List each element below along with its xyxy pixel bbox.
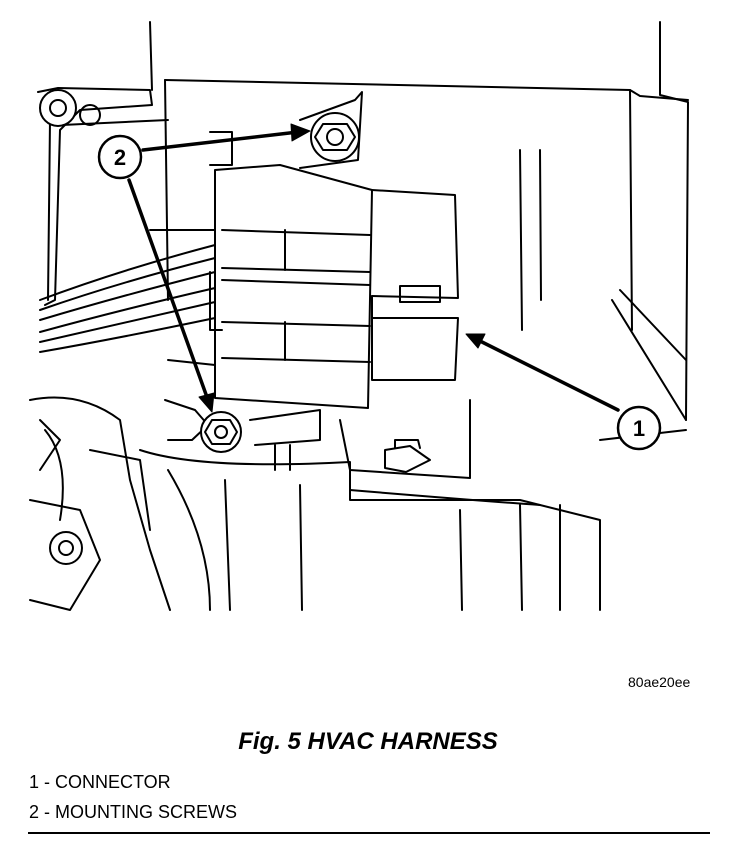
harness-connector (209, 91, 459, 409)
housing-outline (149, 21, 689, 421)
lower-mounting-screw (200, 411, 242, 453)
arrowhead-1 (465, 333, 486, 349)
callout-leaders (127, 123, 620, 413)
arrowhead-2-lower (198, 392, 215, 413)
leader-2-lower (127, 178, 210, 402)
hvac-harness-illustration: 2 1 (29, 21, 689, 611)
legend-item-connector: 1 - CONNECTOR (29, 772, 171, 792)
left-lower-assembly (29, 396, 171, 611)
housing-tray (139, 399, 687, 611)
callout-1: 1 (616, 405, 662, 451)
left-bracket (37, 87, 169, 306)
callout-2: 2 (97, 134, 143, 180)
leader-2-upper (141, 130, 300, 152)
legend-item-mounting-screws: 2 - MOUNTING SCREWS (29, 802, 238, 822)
wire-bundle (39, 229, 216, 353)
callout-1-number: 1 (633, 416, 645, 441)
arrowhead-2-upper (290, 123, 311, 142)
figure-title: Fig. 5 HVAC HARNESS (238, 728, 498, 755)
leader-1 (476, 338, 620, 412)
bottom-rule (28, 832, 710, 834)
callout-2-number: 2 (114, 145, 126, 170)
image-code: 80ae20ee (628, 674, 691, 690)
upper-mounting-screw (310, 112, 360, 162)
tray-bolt (384, 439, 431, 473)
